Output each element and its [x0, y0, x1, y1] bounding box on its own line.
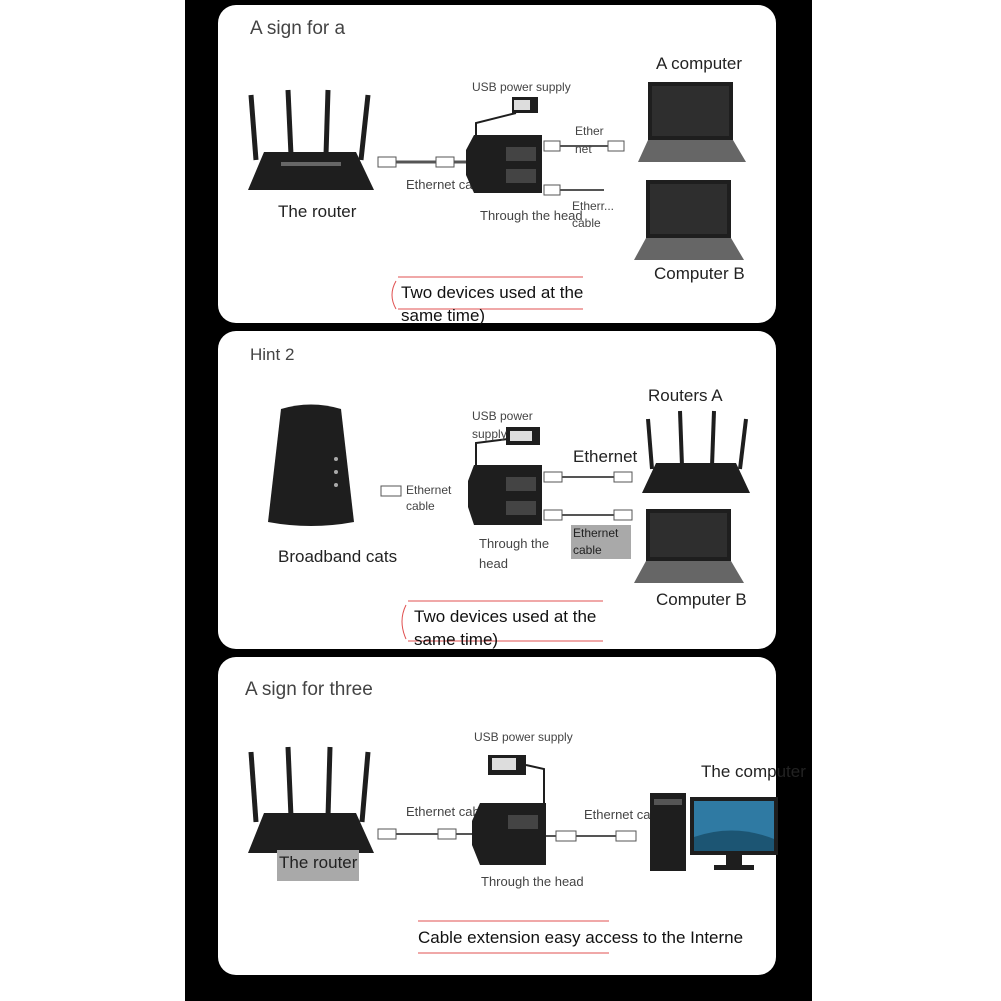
broadband-label: Broadband cats: [278, 547, 398, 566]
router-label: The router: [278, 202, 357, 221]
computer-b-label: Computer B: [656, 590, 747, 609]
router-image: [248, 89, 374, 190]
usb-supply-label: USB power supply: [472, 409, 533, 441]
ethernet-cable-line: [377, 828, 478, 840]
computer-label: The computer: [701, 762, 806, 781]
usb-supply-label: USB power supply: [474, 730, 573, 744]
modem-cable: [380, 485, 402, 497]
panel-sign-one: A sign for a The router Ethernet cable: [218, 5, 776, 325]
routers-a-label: Routers A: [648, 386, 723, 405]
laptop-b-image: [634, 180, 744, 260]
splitter-image: [472, 755, 546, 865]
computer-b-label: Computer B: [654, 264, 745, 283]
ethernet-cable-label: Ethernet cable: [406, 483, 452, 513]
ethernet-cable-line-2: [546, 830, 637, 842]
modem-image: [268, 404, 354, 526]
computer-a-label: A computer: [656, 54, 742, 73]
router-image: [248, 746, 374, 853]
diagram-stage: A sign for a The router Ethernet cable: [185, 0, 812, 1001]
note-text: Cable extension easy access to the Inter…: [418, 928, 744, 947]
ethernet-cable-label-2: Ethernet cable: [571, 525, 631, 559]
splitter-image: [466, 97, 542, 193]
ethernet-cable-label-2: Ethernet cable: [584, 807, 668, 822]
router-a-image: [642, 410, 750, 493]
ethernet-cable-line: [377, 156, 478, 168]
note-text: Two devices used at the same time): [401, 283, 584, 325]
ethernet-cable-label-1: Ethernet cable: [406, 804, 490, 819]
laptop-b-image: [634, 509, 744, 583]
note-text: Two devices used at the same time): [414, 607, 597, 649]
output-cables: [543, 471, 633, 521]
note-bracket: [401, 600, 603, 642]
note-bracket: [391, 276, 583, 310]
panel3-title: A sign for three: [245, 679, 373, 700]
ether-net-label: Ether net: [575, 124, 604, 156]
panel2-title: Hint 2: [250, 345, 295, 364]
desktop-computer-image: [650, 793, 778, 871]
through-head-label: Through the head: [480, 208, 583, 223]
router-label: The router: [277, 850, 360, 881]
laptop-a-image: [638, 82, 746, 162]
splitter-image: [468, 427, 542, 525]
panel-sign-three: A sign for three The router Ethernet cab…: [218, 657, 806, 975]
through-head-label: Through the head: [481, 874, 584, 889]
ether-cable-label-2: Etherr... cable: [572, 199, 615, 230]
ethernet-label: Ethernet: [573, 447, 638, 466]
panel-hint-two: Hint 2 Broadband cats Ethernet cable USB…: [218, 331, 776, 649]
output-cables: [543, 140, 625, 196]
panel1-title: A sign for a: [250, 18, 346, 39]
note-bracket: [418, 920, 609, 954]
usb-supply-label: USB power supply: [472, 80, 571, 94]
through-head-label: Through the head: [479, 536, 550, 571]
